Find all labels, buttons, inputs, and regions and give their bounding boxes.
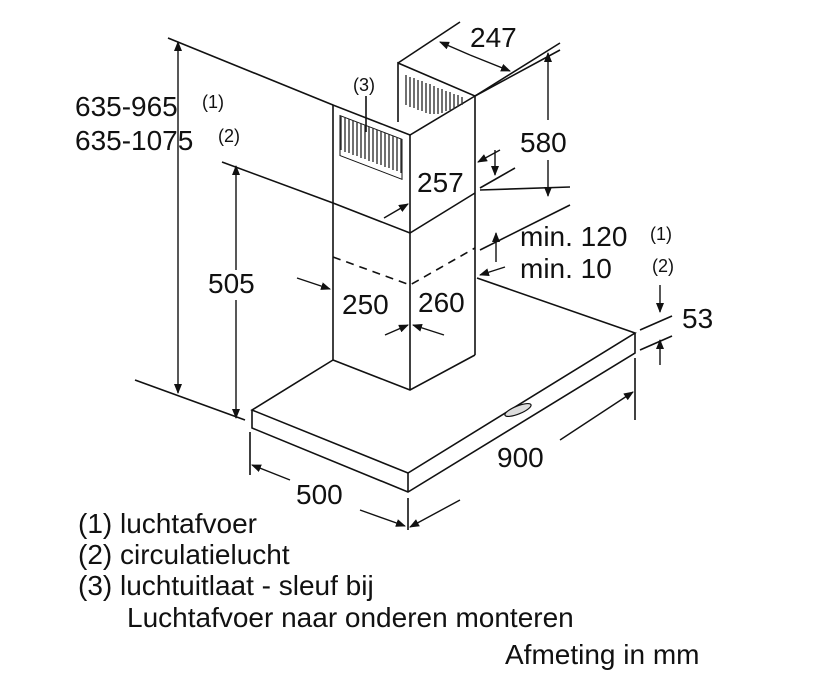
hood-outline [250, 61, 637, 493]
legend: (1) luchtafvoer (2) circulatielucht (3) … [78, 508, 700, 670]
lower-width-label: 250 [342, 289, 389, 320]
total-height-2-label: 635-1075 [75, 125, 193, 156]
lower-depth-label: 260 [418, 287, 465, 318]
total-height-2-note: (2) [218, 126, 240, 146]
unit-note: Afmeting in mm [505, 639, 700, 670]
hood-width-label: 900 [497, 442, 544, 473]
dimension-lines [134, 21, 673, 530]
total-height-1-label: 635-965 [75, 91, 178, 122]
control-panel-icon [504, 402, 532, 418]
min-120-note: (1) [650, 224, 672, 244]
min-120-label: min. 120 [520, 221, 627, 252]
vent-note-label: (3) [353, 75, 375, 95]
upper-depth-label: 257 [417, 167, 464, 198]
min-10-note: (2) [652, 256, 674, 276]
hood-thickness-label: 53 [682, 303, 713, 334]
hood-depth-label: 500 [296, 479, 343, 510]
vent-slots-rear [405, 75, 463, 114]
upper-width-label: 247 [470, 22, 517, 53]
total-height-1-note: (1) [202, 92, 224, 112]
min-10-label: min. 10 [520, 253, 612, 284]
legend-item: Luchtafvoer naar onderen monteren [127, 602, 574, 633]
upper-height-label: 580 [520, 127, 567, 158]
dimension-labels: 635-965 (1) 635-1075 (2) 505 (3) 247 580… [75, 22, 713, 510]
legend-item: (1) luchtafvoer [78, 508, 257, 539]
vent-slots-left [340, 116, 402, 173]
chimney-lower-height-label: 505 [208, 268, 255, 299]
legend-item: (3) luchtuitlaat - sleuf bij [78, 570, 374, 601]
legend-item: (2) circulatielucht [78, 539, 290, 570]
